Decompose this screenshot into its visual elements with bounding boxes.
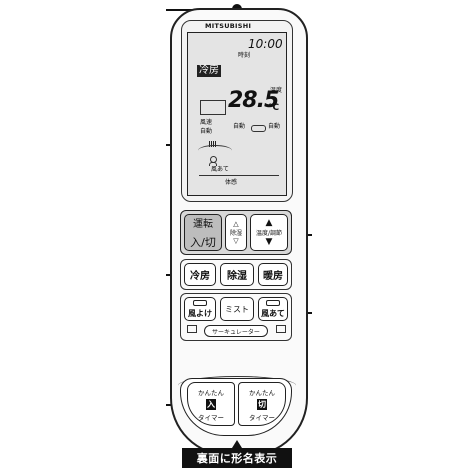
- up-triangle-icon: [232, 440, 242, 448]
- wind-direct-label: 風あて: [261, 308, 285, 318]
- heat-button[interactable]: 暖房: [258, 263, 288, 286]
- temperature-readout: 28.5: [228, 88, 279, 113]
- dehumid-small-label: 除湿: [229, 230, 242, 237]
- temp-up-arrow-icon: ▲: [265, 218, 273, 228]
- fan-speed-label: 風速: [200, 119, 213, 126]
- wind-direct-button[interactable]: 風あて: [258, 297, 288, 321]
- model-name-label: 裏面に形名表示: [182, 448, 292, 468]
- right-small-icon: [276, 325, 286, 333]
- temperature-label: 温度: [270, 87, 283, 94]
- timer-on-mark: 入: [206, 398, 216, 410]
- cool-button[interactable]: 冷房: [184, 263, 216, 286]
- run-button-label-bottom: 入/切: [190, 236, 216, 249]
- left-small-icon: [187, 325, 197, 333]
- timer-off-mark: 切: [257, 398, 267, 410]
- down-small-arrow-icon: ▽: [233, 237, 239, 245]
- wind-direct-icon: [266, 299, 280, 306]
- vane-auto-left-label: 自動: [233, 123, 246, 130]
- temperature-unit: °C: [268, 103, 280, 113]
- dehumid-button[interactable]: 除湿: [220, 263, 254, 286]
- circulator-button[interactable]: サーキュレーター: [204, 325, 268, 337]
- segment-box-left: [200, 100, 226, 115]
- vane-icon: [251, 125, 266, 132]
- temperature-adjust-button[interactable]: ▲ 温度/調節 ▼: [250, 214, 288, 251]
- timer-on-top-label: かんたん: [198, 388, 224, 397]
- fan-bars-icon: [209, 141, 217, 147]
- dehumid-adjust-button[interactable]: △ 除湿 ▽: [225, 214, 247, 251]
- wind-avoid-label: 風よけ: [188, 308, 212, 318]
- clock-label: 時刻: [238, 52, 251, 59]
- run-on-off-button[interactable]: 運転 入/切: [184, 214, 222, 251]
- sensation-label: 体感: [225, 179, 238, 186]
- run-button-label-top: 運転: [193, 219, 213, 230]
- mode-indicator: 冷房: [197, 65, 221, 77]
- person-body-icon: [209, 162, 217, 166]
- wind-avoid-button[interactable]: 風よけ: [184, 297, 216, 321]
- mode-button-group: [180, 259, 292, 290]
- temp-adjust-label: 温度/調節: [255, 230, 283, 237]
- wind-avoid-icon: [193, 299, 207, 306]
- brand-logo: MITSUBISHI: [205, 22, 252, 30]
- lower-body-divider: [178, 376, 296, 395]
- wind-button-group: [180, 293, 292, 341]
- fan-speed-auto-label: 自動: [200, 128, 213, 135]
- timer-on-bottom-label: タイマー: [198, 413, 224, 422]
- up-small-arrow-icon: △: [233, 220, 239, 228]
- lcd-separator-line: [199, 175, 279, 176]
- temp-down-arrow-icon: ▼: [265, 237, 273, 247]
- mist-button[interactable]: ミスト: [220, 297, 254, 321]
- airflow-direct-label: 風あて: [211, 166, 229, 173]
- timer-off-bottom-label: タイマー: [249, 413, 275, 422]
- clock-readout: 10:00: [248, 37, 283, 51]
- airflow-arc-icon: [198, 145, 232, 156]
- vane-auto-right-label: 自動: [268, 123, 281, 130]
- timer-off-top-label: かんたん: [249, 388, 275, 397]
